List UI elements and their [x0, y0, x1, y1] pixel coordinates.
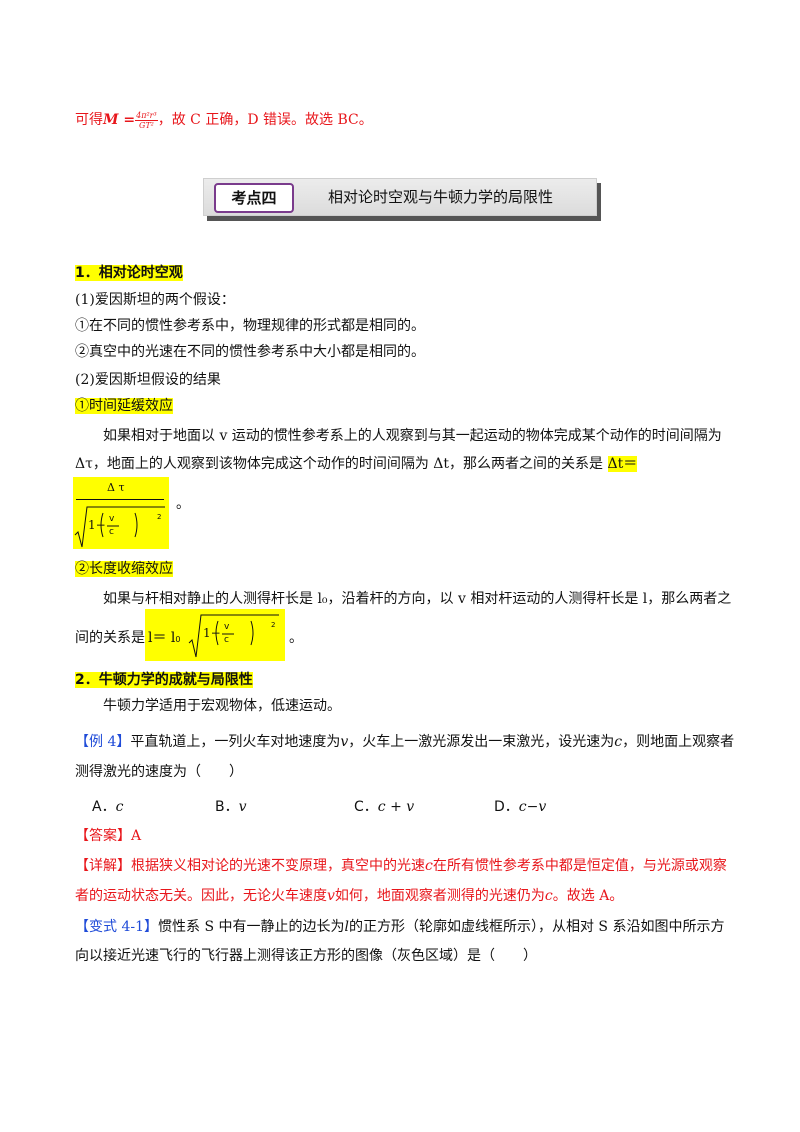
ex4-d1b: 在所有惯性参考系中都是恒定值，与光源或观察: [432, 858, 727, 874]
f2-c: c: [224, 635, 229, 645]
f1-sqrt-icon: [74, 506, 165, 548]
s1-p2: ①在不同的惯性参考系中，物理规律的形式都是相同的。: [75, 318, 425, 334]
ex4-d2v: v: [327, 888, 335, 904]
ex4-q-v: v: [340, 734, 349, 750]
var41-t1l: l: [344, 919, 349, 935]
f1-fraction-bar: [76, 499, 164, 500]
s1-text2b: 间的关系是: [75, 630, 145, 646]
f1-numerator: Δ τ: [107, 481, 125, 494]
ex4-q2: ，火车上一激光源发出一束激光，设光速为: [348, 734, 615, 750]
ex4-d2a: 者的运动状态无关。因此，无论火车速度: [75, 888, 327, 904]
intro-frac-den: GT²: [138, 120, 154, 130]
ex4-detail-line2: 者的运动状态无关。因此，无论火车速度v如何，地面观察者测得的光速仍为c。故选 A…: [75, 886, 623, 906]
ex4-d2d: 。故选 A。: [552, 888, 624, 904]
intro-suffix: ，故 C 正确，D 错误。故选 BC。: [157, 112, 373, 128]
f2-sub: 0: [175, 635, 181, 644]
ex4-d2b: 如何，地面观察者测得的光速仍为: [334, 888, 545, 904]
ex4-q-c: c: [614, 734, 623, 750]
intro-lhs: M =: [103, 112, 136, 128]
f1-v: v: [109, 514, 115, 524]
f2-v: v: [224, 622, 230, 632]
f2-lhs-wrap: l＝ l0: [148, 627, 181, 647]
ex4-d1a: 根据狭义相对论的光速不变原理，真空中的光速: [131, 858, 425, 874]
ex4-detail-tag: 【详解】: [75, 858, 131, 874]
period1: 。: [176, 496, 190, 512]
s1-text1a: 如果相对于地面以 v 运动的惯性参考系上的人观察到与其一起运动的物体完成某个动作…: [103, 428, 722, 444]
f2-one: 1−: [203, 626, 221, 640]
s1-sub1: ①时间延缓效应: [75, 398, 173, 414]
ex4-option-b: B．v: [215, 797, 247, 817]
option-a-value: c: [115, 799, 124, 815]
s1-heading: 1．相对论时空观: [75, 265, 183, 281]
option-d-label: D．: [494, 799, 519, 815]
s1-sub1-line: ①时间延缓效应: [75, 396, 173, 416]
var41-line2: 向以接近光速飞行的飞行器上测得该正方形的图像（灰色区域）是（ ）: [75, 948, 537, 964]
section-banner: 考点四 相对论时空观与牛顿力学的局限性: [203, 178, 597, 216]
s1-text1b-line: Δτ，地面上的人观察到该物体完成这个动作的时间间隔为 Δt，那么两者之间的关系是…: [75, 454, 638, 474]
s1-sub2-line: ②长度收缩效应: [75, 559, 173, 579]
f2-lhs: l＝ l: [148, 630, 176, 646]
f1-exponent: 2: [157, 513, 162, 521]
ex4-q1: 平直轨道上，一列火车对地速度为: [130, 734, 341, 750]
s1-sub2: ②长度收缩效应: [75, 561, 173, 577]
intro-frac-num: 4π²r³: [135, 110, 158, 121]
formula-length-contraction: l＝ l0 1− v c 2: [145, 609, 285, 661]
f1-one: 1−: [88, 518, 106, 532]
option-a-label: A．: [92, 799, 116, 815]
s1-p4: (2)爱因斯坦假设的结果: [75, 372, 221, 388]
ex4-d1c: c: [425, 858, 433, 874]
var41-t1a: 惯性系 S 中有一静止的边长为: [158, 919, 345, 935]
ex4-line1: 【例 4】平直轨道上，一列火车对地速度为v，火车上一激光源发出一束激光，设光速为…: [75, 732, 734, 752]
ex4-option-c: C．c + v: [354, 797, 414, 817]
s1-p3: ②真空中的光速在不同的惯性参考系中大小都是相同的。: [75, 344, 425, 360]
s2-p1: 牛顿力学适用于宏观物体，低速运动。: [103, 698, 341, 714]
ex4-option-a: A．c: [92, 797, 123, 817]
intro-prefix: 可得: [75, 112, 103, 128]
var41-tag: 【变式 4-1】: [75, 919, 158, 935]
s1-heading-line: 1．相对论时空观: [75, 263, 183, 283]
s1-text1c: Δt＝: [607, 456, 638, 472]
ex4-q3: ，则地面上观察者: [622, 734, 735, 750]
s2-heading-line: 2．牛顿力学的成就与局限性: [75, 670, 253, 690]
ex4-detail-line1: 【详解】根据狭义相对论的光速不变原理，真空中的光速c在所有惯性参考系中都是恒定值…: [75, 856, 727, 876]
ex4-option-d: D．c−v: [494, 797, 546, 817]
ex4-answer: 【答案】A: [75, 828, 142, 844]
s1-text2a: 如果与杆相对静止的人测得杆长是 l₀，沿着杆的方向，以 v 相对杆运动的人测得杆…: [103, 591, 732, 607]
banner-title: 相对论时空观与牛顿力学的局限性: [328, 188, 554, 206]
option-d-value: c−v: [518, 799, 547, 815]
s2-heading: 2．牛顿力学的成就与局限性: [75, 672, 253, 688]
ex4-d2c: c: [544, 888, 553, 904]
f2-sqrt-icon: [188, 614, 279, 658]
banner-tag: 考点四: [214, 183, 294, 213]
f1-c: c: [109, 527, 114, 537]
var41-t1b: 的正方形（轮廓如虚线框所示），从相对 S 系沿如图中所示方: [348, 919, 725, 935]
formula-time-dilation: Δ τ 1− v c 2: [73, 477, 169, 549]
option-c-label: C．: [354, 799, 378, 815]
s1-text1b: Δτ，地面上的人观察到该物体完成这个动作的时间间隔为 Δt，那么两者之间的关系是: [75, 456, 604, 472]
period2: 。: [289, 630, 303, 646]
option-c-value: c + v: [377, 799, 415, 815]
option-b-label: B．: [215, 799, 239, 815]
ex4-tag: 【例 4】: [75, 734, 131, 750]
ex4-line2: 测得激光的速度为（ ）: [75, 764, 243, 780]
var41-line1: 【变式 4-1】惯性系 S 中有一静止的边长为l的正方形（轮廓如虚线框所示），从…: [75, 917, 724, 937]
f2-exponent: 2: [271, 621, 276, 629]
s1-p1: (1)爱因斯坦的两个假设：: [75, 292, 235, 308]
option-b-value: v: [238, 799, 247, 815]
